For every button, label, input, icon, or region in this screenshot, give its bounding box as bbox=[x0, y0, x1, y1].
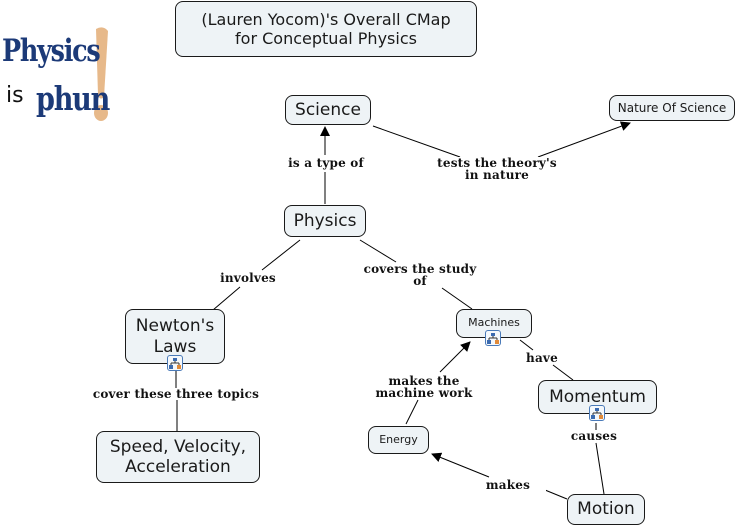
concept-machines-label: Machines bbox=[468, 316, 520, 329]
line-involves-newton bbox=[212, 286, 241, 311]
link-makes-work-line-1: makes the bbox=[388, 374, 460, 388]
concept-physics-label: Physics bbox=[293, 210, 357, 231]
link-covers-the-study-of[interactable]: covers the study of bbox=[335, 263, 505, 287]
link-causes[interactable]: causes bbox=[556, 430, 632, 442]
link-is-a-type-of-label: is a type of bbox=[288, 156, 364, 170]
link-tests-the-theorys-in-nature[interactable]: tests the theory's in nature bbox=[412, 157, 582, 181]
line-science-tests bbox=[372, 125, 461, 158]
link-have[interactable]: have bbox=[514, 352, 570, 364]
concept-newtons-laws-label: Newton's Laws bbox=[135, 316, 215, 357]
line-motion-makes bbox=[544, 489, 568, 500]
link-is-a-type-of[interactable]: is a type of bbox=[273, 157, 379, 169]
concept-energy[interactable]: Energy bbox=[368, 426, 429, 454]
concept-energy-label: Energy bbox=[379, 433, 418, 447]
submap-icon[interactable] bbox=[485, 330, 501, 346]
line-makes-energy bbox=[431, 452, 490, 478]
concept-motion[interactable]: Motion bbox=[567, 494, 645, 525]
line-physics-covers bbox=[359, 239, 397, 263]
link-cover-these-label: cover these three topics bbox=[92, 387, 260, 401]
concept-speed-velocity-acceleration[interactable]: Speed, Velocity, Acceleration bbox=[96, 431, 260, 483]
concept-science[interactable]: Science bbox=[285, 95, 371, 125]
link-involves-label: involves bbox=[220, 271, 276, 285]
link-makes-work-line-2: machine work bbox=[375, 386, 473, 400]
concept-science-label: Science bbox=[295, 99, 361, 120]
physics-is-phun-logo: Physics is phun bbox=[0, 25, 118, 125]
link-causes-label: causes bbox=[570, 429, 618, 443]
concept-momentum-label: Momentum bbox=[549, 386, 646, 407]
logo-is-text: is bbox=[6, 83, 24, 108]
link-tests-line-2: in nature bbox=[465, 168, 529, 182]
line-causes-motion bbox=[595, 442, 605, 495]
line-physics-involves bbox=[261, 239, 301, 271]
logo-phun-text: phun bbox=[36, 79, 110, 118]
line-have-momentum bbox=[552, 364, 574, 381]
link-makes[interactable]: makes bbox=[470, 479, 546, 491]
link-have-label: have bbox=[526, 351, 558, 365]
link-covers-line-1: covers the study bbox=[363, 262, 477, 276]
link-involves[interactable]: involves bbox=[202, 272, 294, 284]
concept-motion-label: Motion bbox=[577, 499, 635, 520]
line-covers-machines bbox=[441, 287, 473, 310]
line-machines-have bbox=[519, 339, 534, 351]
line-tests-nature bbox=[537, 121, 631, 158]
submap-icon[interactable] bbox=[167, 355, 183, 371]
link-covers-line-2: of bbox=[413, 274, 427, 288]
link-cover-these-three-topics[interactable]: cover these three topics bbox=[56, 388, 296, 400]
link-makes-the-machine-work[interactable]: makes the machine work bbox=[346, 375, 502, 399]
map-title-line-1: (Lauren Yocom)'s Overall CMap bbox=[201, 9, 451, 29]
map-title: (Lauren Yocom)'s Overall CMap for Concep… bbox=[175, 1, 477, 57]
map-title-line-2: for Conceptual Physics bbox=[235, 29, 417, 48]
exclamation-icon bbox=[94, 27, 108, 121]
logo-physics-text: Physics bbox=[2, 33, 101, 69]
link-tests-line-1: tests the theory's bbox=[437, 156, 557, 170]
concept-nature-of-science-label: Nature Of Science bbox=[617, 100, 727, 115]
concept-speed-velocity-acceleration-label: Speed, Velocity, Acceleration bbox=[109, 436, 247, 477]
concept-physics[interactable]: Physics bbox=[284, 205, 366, 237]
line-energy-makeswork bbox=[405, 399, 419, 425]
link-makes-label: makes bbox=[485, 478, 531, 492]
concept-newtons-laws[interactable]: Newton's Laws bbox=[125, 309, 225, 364]
line-makeswork-machines bbox=[439, 341, 471, 373]
submap-icon[interactable] bbox=[589, 405, 605, 421]
concept-nature-of-science[interactable]: Nature Of Science bbox=[609, 95, 735, 121]
